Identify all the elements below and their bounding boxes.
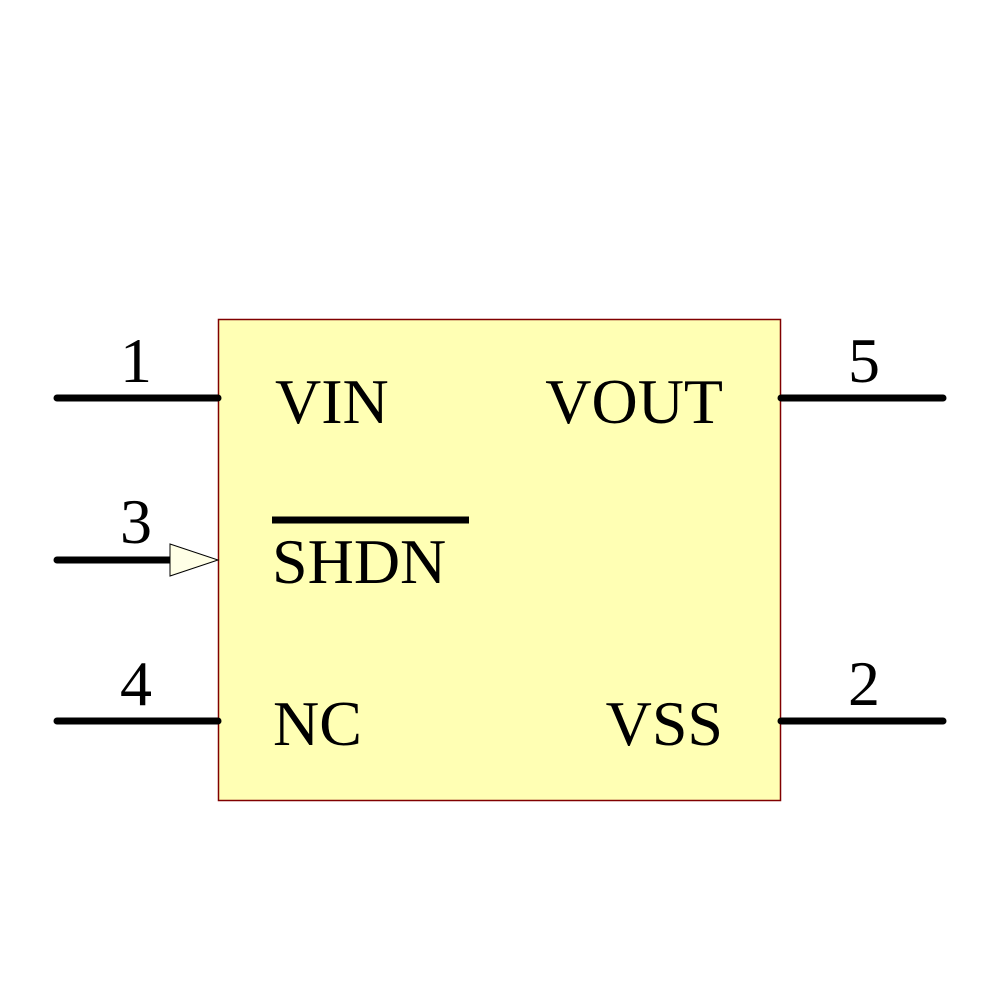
pin-3-shdn[interactable]: 3 SHDN bbox=[53, 486, 469, 597]
pin-name: SHDN bbox=[272, 526, 446, 597]
pin-name: VSS bbox=[606, 688, 723, 759]
pin-number: 3 bbox=[120, 486, 152, 557]
pin-name: VIN bbox=[275, 366, 389, 437]
pin-number: 5 bbox=[848, 325, 880, 396]
pin-number: 4 bbox=[120, 648, 152, 719]
pin-1-vin[interactable]: 1 VIN bbox=[53, 325, 389, 437]
pin-name: NC bbox=[273, 688, 362, 759]
pin-5-vout[interactable]: 5 VOUT bbox=[545, 325, 947, 437]
pin-4-nc[interactable]: 4 NC bbox=[53, 648, 362, 759]
pin-name: VOUT bbox=[545, 366, 723, 437]
pin-2-vss[interactable]: 2 VSS bbox=[606, 648, 947, 759]
pin-number: 2 bbox=[848, 648, 880, 719]
input-arrow-icon bbox=[169, 543, 220, 577]
pin-number: 1 bbox=[120, 325, 152, 396]
component-body bbox=[217, 318, 782, 802]
